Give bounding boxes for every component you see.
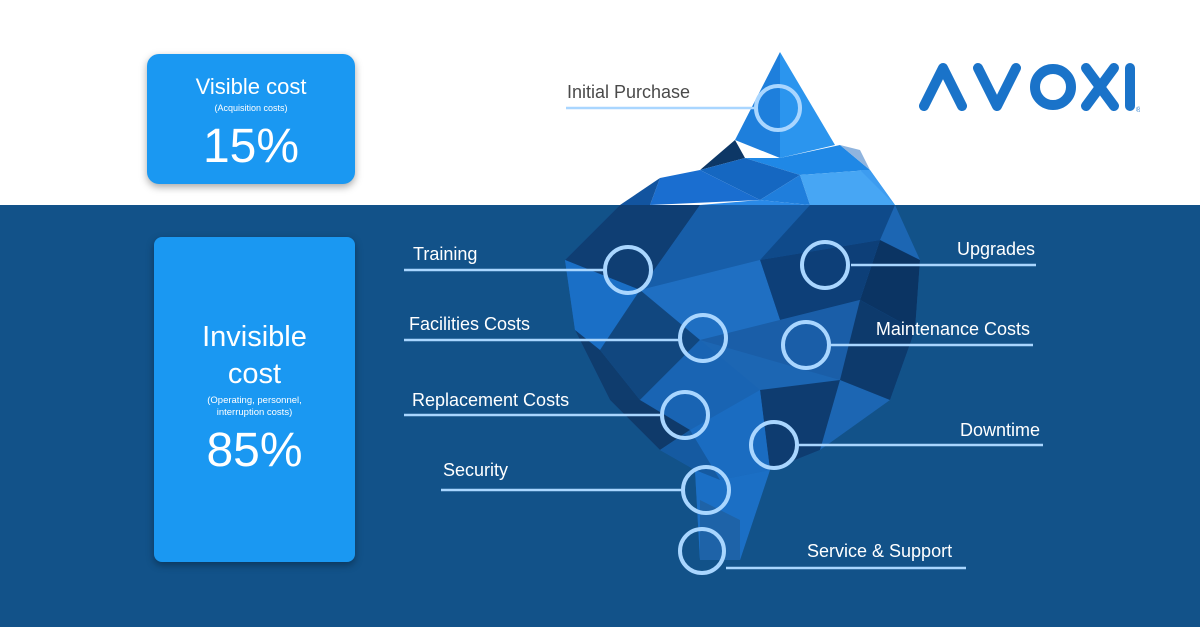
svg-text:®: ® [1136, 106, 1140, 114]
initial-purchase-marker [754, 84, 802, 132]
invisible-cost-subtitle: (Operating, personnel, interruption cost… [176, 395, 333, 419]
training-marker [603, 245, 653, 295]
invisible-cost-title-line2: cost [227, 358, 282, 390]
invisible-cost-subtitle-line2: interruption costs) [216, 407, 293, 418]
invisible-cost-percent: 85% [206, 424, 303, 477]
label-upgrades: Upgrades [956, 239, 1035, 259]
label-security: Security [443, 460, 509, 480]
upgrades-marker [800, 240, 850, 290]
security-marker [681, 465, 731, 515]
maintenance-costs-marker [781, 320, 831, 370]
invisible-cost-title: Invisible cost [154, 319, 355, 393]
label-initial-purchase: Initial Purchase [567, 82, 691, 102]
label-training: Training [413, 244, 478, 264]
facilities-costs-marker [678, 313, 728, 363]
downtime-marker [749, 420, 799, 470]
visible-cost-subtitle: (Acquisition costs) [214, 103, 288, 113]
visible-cost-percent: 15% [202, 120, 300, 173]
service-support-marker [678, 527, 726, 575]
label-maintenance-costs: Maintenance Costs [875, 319, 1030, 339]
label-facilities-costs: Facilities Costs [409, 314, 531, 334]
label-replacement-costs: Replacement Costs [412, 390, 570, 410]
avoxi-logo: ® [918, 60, 1142, 114]
visible-cost-title: Visible cost [195, 74, 307, 99]
label-service-support: Service & Support [807, 541, 953, 561]
invisible-cost-card: Invisible cost (Operating, personnel, in… [154, 237, 355, 562]
invisible-cost-title-line1: Invisible [202, 321, 307, 353]
avoxi-logo-icon: ® [919, 63, 1142, 114]
replacement-costs-marker [660, 390, 710, 440]
label-downtime: Downtime [959, 420, 1040, 440]
visible-cost-card: Visible cost (Acquisition costs) 15% [147, 54, 355, 184]
invisible-cost-subtitle-line1: (Operating, personnel, [207, 395, 302, 406]
